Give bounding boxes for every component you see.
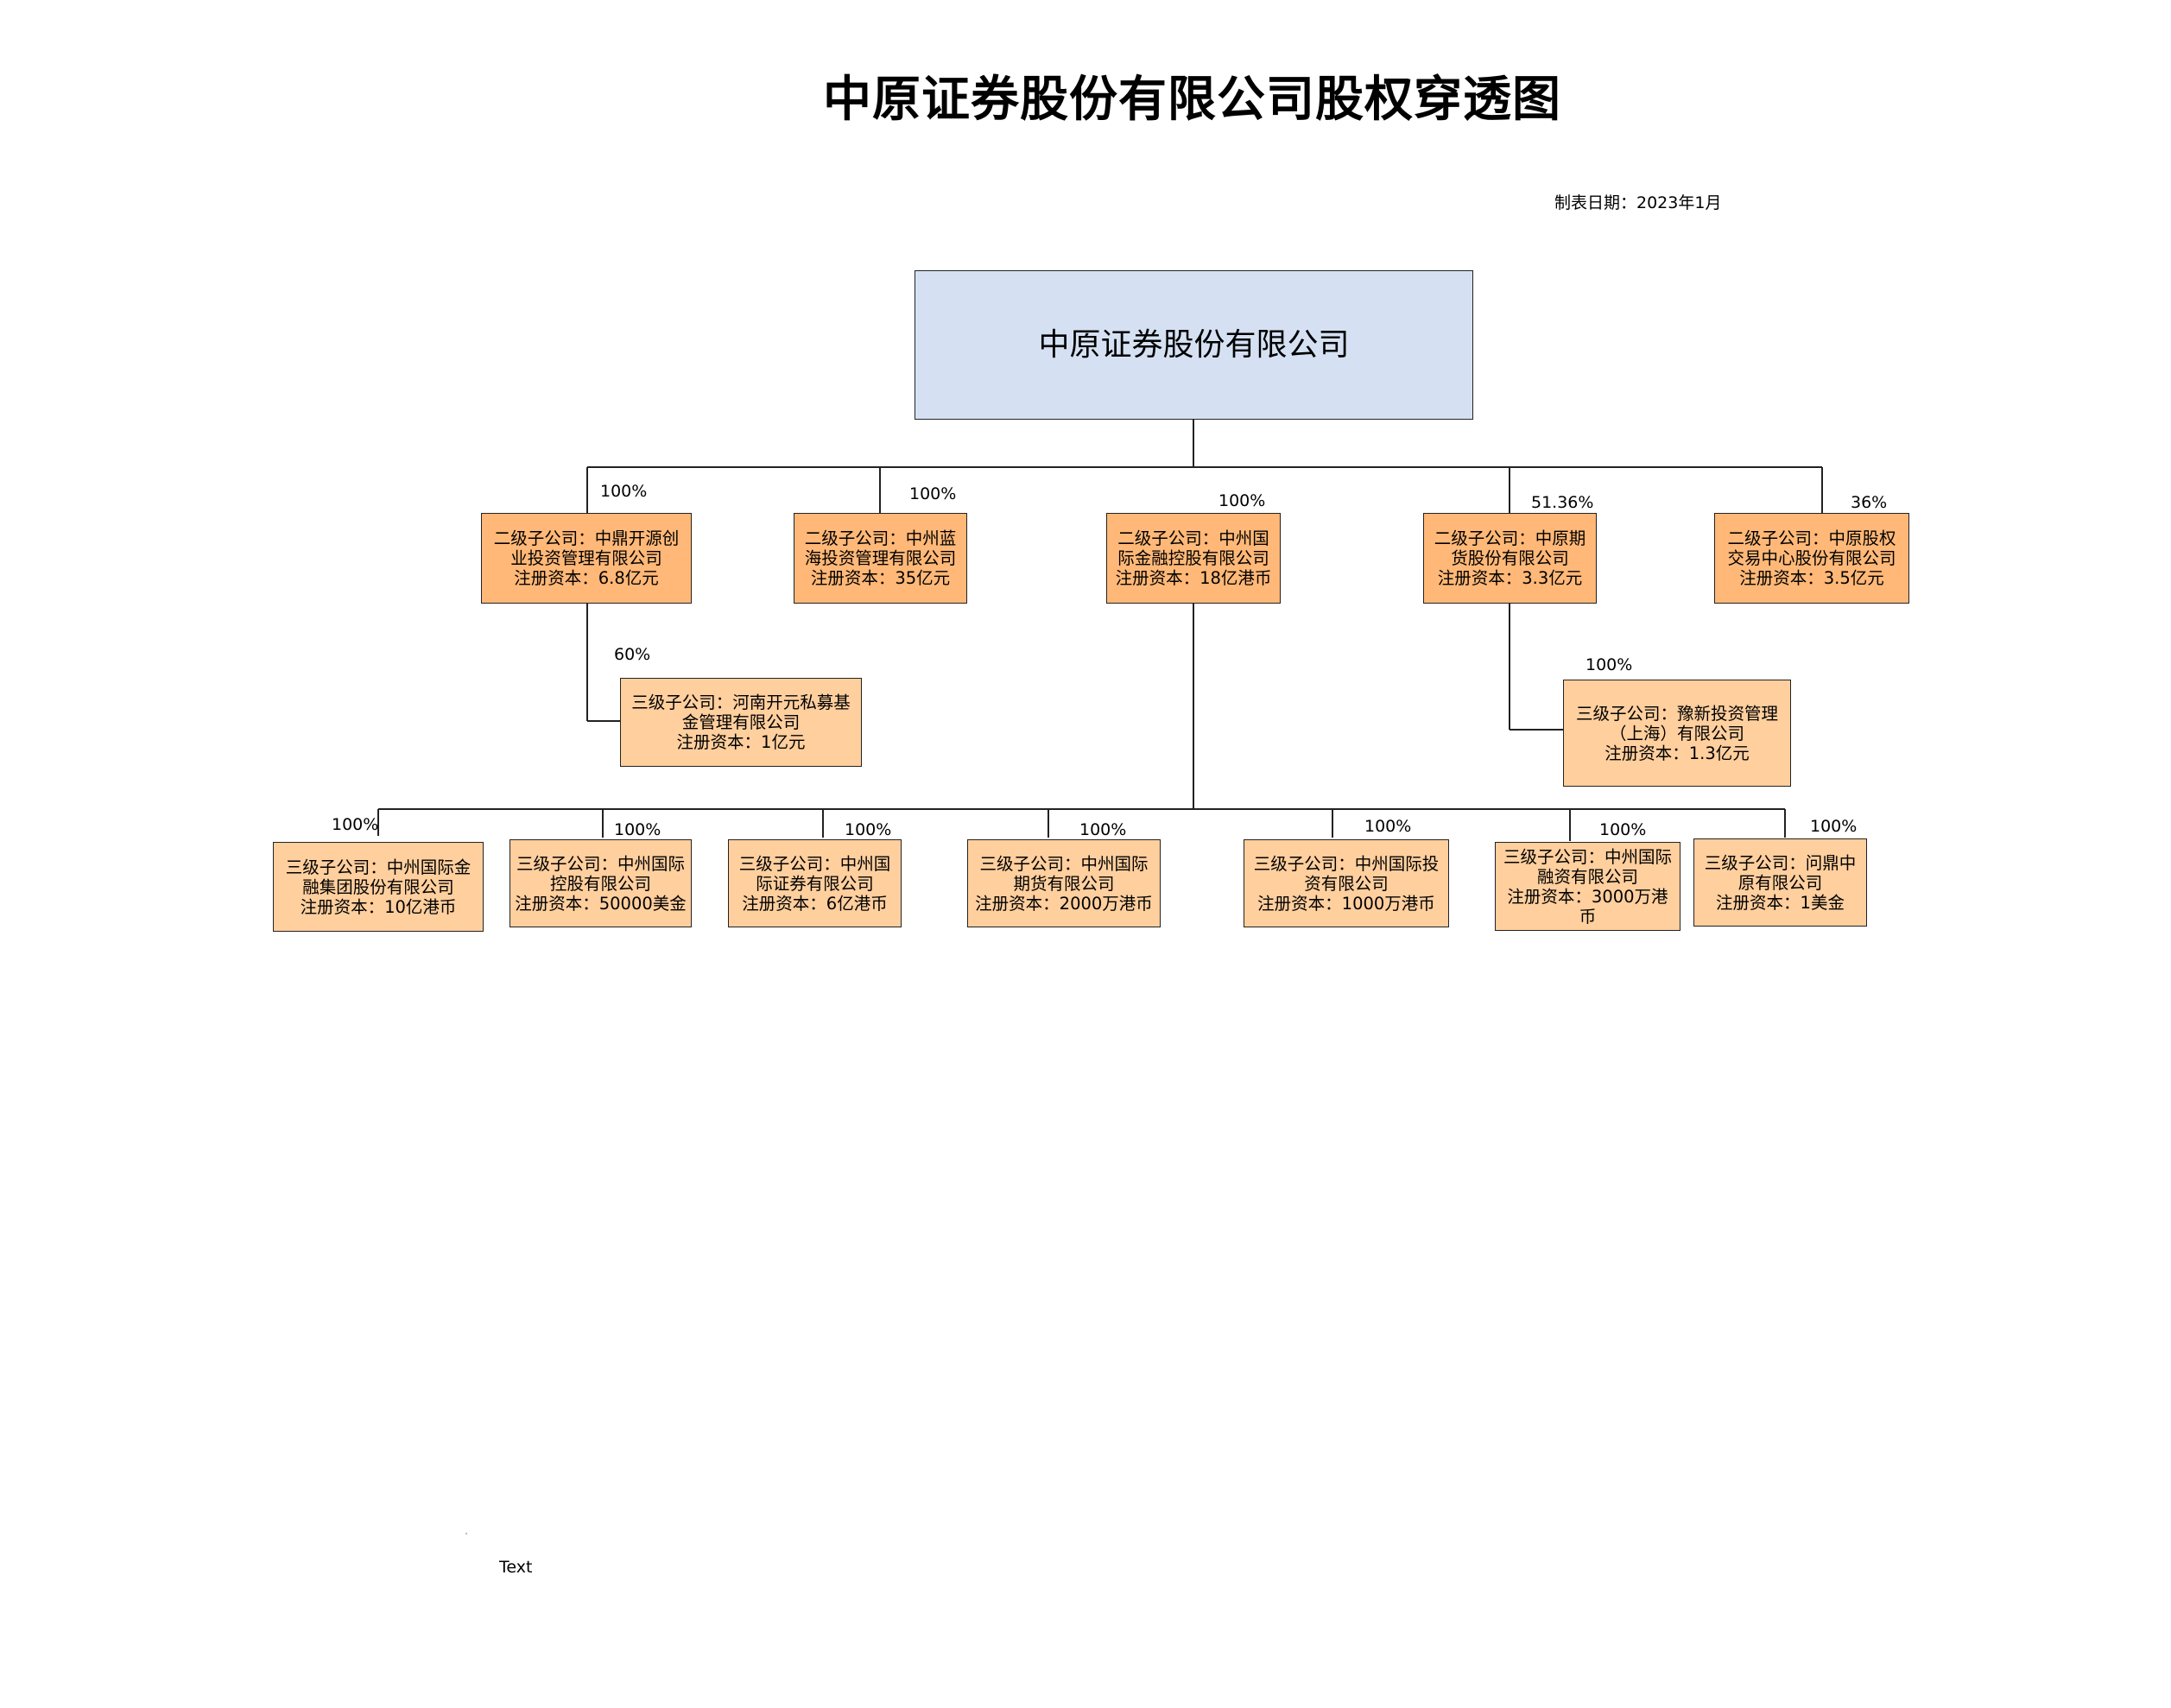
node-line: 三级子公司：问鼎中	[1704, 852, 1857, 873]
node-line: 注册资本：10亿港币	[300, 896, 457, 917]
node-line: 业投资管理有限公司	[510, 548, 662, 568]
node-line: 注册资本：1000万港币	[1257, 893, 1435, 914]
node-line: 注册资本：1美金	[1716, 892, 1845, 913]
node-line: 注册资本：50000美金	[515, 893, 687, 914]
ownership-percent: 60%	[614, 645, 651, 664]
level3-node[interactable]: 三级子公司：中州国际 融资有限公司 注册资本：3000万港币	[1495, 842, 1680, 931]
node-line: 注册资本：18亿港币	[1115, 568, 1272, 588]
node-line: 注册资本：3000万港币	[1507, 886, 1668, 927]
node-line: 二级子公司：中原股权	[1727, 528, 1896, 548]
node-line: 原有限公司	[1737, 872, 1823, 893]
level3-node[interactable]: 三级子公司：河南开元私募基 金管理有限公司 注册资本：1亿元	[620, 678, 862, 767]
node-line: 际金融控股有限公司	[1117, 548, 1269, 568]
node-line: 三级子公司：中州国	[738, 853, 891, 874]
level2-node[interactable]: 二级子公司：中原期 货股份有限公司 注册资本：3.3亿元	[1423, 513, 1597, 604]
ownership-percent: 100%	[1599, 820, 1647, 839]
node-line: 融集团股份有限公司	[302, 876, 454, 897]
node-line: 际证券有限公司	[756, 873, 874, 894]
node-line: 注册资本：6亿港币	[742, 893, 888, 914]
root-company-name: 中原证券股份有限公司	[1038, 326, 1350, 363]
node-line: 期货有限公司	[1013, 873, 1115, 894]
node-line: 资有限公司	[1304, 873, 1389, 894]
level3-node[interactable]: 三级子公司：中州国际金 融集团股份有限公司 注册资本：10亿港币	[273, 842, 484, 932]
level3-node[interactable]: 三级子公司：问鼎中 原有限公司 注册资本：1美金	[1693, 838, 1867, 927]
node-line: 货股份有限公司	[1451, 548, 1569, 568]
node-line: 注册资本：3.3亿元	[1437, 568, 1583, 588]
node-line: 二级子公司：中州蓝	[804, 528, 957, 548]
date-label: 制表日期：2023年1月	[1554, 193, 1722, 212]
node-line: 二级子公司：中州国	[1117, 528, 1269, 548]
root-company-node[interactable]: 中原证券股份有限公司	[915, 270, 1473, 420]
level2-node[interactable]: 二级子公司：中鼎开源创 业投资管理有限公司 注册资本：6.8亿元	[481, 513, 692, 604]
ownership-percent: 100%	[845, 820, 892, 839]
node-line: （上海）有限公司	[1609, 723, 1744, 743]
level3-node[interactable]: 三级子公司：中州国际投 资有限公司 注册资本：1000万港币	[1244, 839, 1449, 927]
node-line: 二级子公司：中鼎开源创	[493, 528, 680, 548]
ownership-percent: 36%	[1851, 493, 1888, 512]
node-line: 三级子公司：中州国际	[1503, 846, 1672, 867]
level3-node[interactable]: 三级子公司：中州国 际证券有限公司 注册资本：6亿港币	[728, 839, 902, 927]
node-line: 注册资本：35亿元	[810, 568, 951, 588]
ownership-percent: 100%	[332, 815, 379, 834]
node-line: 融资有限公司	[1536, 866, 1638, 887]
ownership-percent: 100%	[1079, 820, 1127, 839]
node-line: 三级子公司：中州国际	[516, 853, 685, 874]
node-line: 注册资本：1.3亿元	[1605, 743, 1750, 763]
page-title: 中原证券股份有限公司股权穿透图	[823, 72, 1561, 128]
node-line: 金管理有限公司	[681, 712, 801, 732]
level2-node[interactable]: 二级子公司：中州蓝 海投资管理有限公司 注册资本：35亿元	[794, 513, 967, 604]
node-line: 交易中心股份有限公司	[1727, 548, 1896, 568]
level3-node[interactable]: 三级子公司：豫新投资管理 （上海）有限公司 注册资本：1.3亿元	[1563, 680, 1791, 787]
ownership-percent: 100%	[1218, 491, 1266, 510]
node-line: 二级子公司：中原期	[1434, 528, 1586, 548]
node-line: 注册资本：1亿元	[676, 732, 806, 752]
ownership-percent: 100%	[614, 820, 661, 839]
ownership-percent: 51.36%	[1531, 493, 1594, 512]
node-line: 海投资管理有限公司	[804, 548, 957, 568]
ownership-percent: 100%	[1586, 655, 1633, 674]
level2-node[interactable]: 二级子公司：中州国 际金融控股有限公司 注册资本：18亿港币	[1106, 513, 1281, 604]
ownership-percent: 100%	[1810, 817, 1858, 836]
node-line: 控股有限公司	[549, 873, 651, 894]
ownership-percent: 100%	[909, 484, 957, 503]
node-line: 三级子公司：中州国际金	[285, 857, 472, 877]
node-line: 注册资本：2000万港币	[975, 893, 1153, 914]
ownership-percent: 100%	[600, 482, 648, 501]
stray-mark	[465, 1533, 467, 1534]
footer-text: Text	[499, 1558, 533, 1577]
node-line: 三级子公司：豫新投资管理	[1575, 703, 1778, 724]
node-line: 注册资本：3.5亿元	[1739, 568, 1884, 588]
node-line: 三级子公司：中州国际投	[1253, 853, 1440, 874]
node-line: 注册资本：6.8亿元	[514, 568, 659, 588]
level2-node[interactable]: 二级子公司：中原股权 交易中心股份有限公司 注册资本：3.5亿元	[1714, 513, 1909, 604]
ownership-percent: 100%	[1364, 817, 1412, 836]
level3-node[interactable]: 三级子公司：中州国际 控股有限公司 注册资本：50000美金	[510, 839, 692, 927]
node-line: 三级子公司：中州国际	[979, 853, 1149, 874]
level3-node[interactable]: 三级子公司：中州国际 期货有限公司 注册资本：2000万港币	[967, 839, 1161, 927]
node-line: 三级子公司：河南开元私募基	[631, 693, 851, 712]
